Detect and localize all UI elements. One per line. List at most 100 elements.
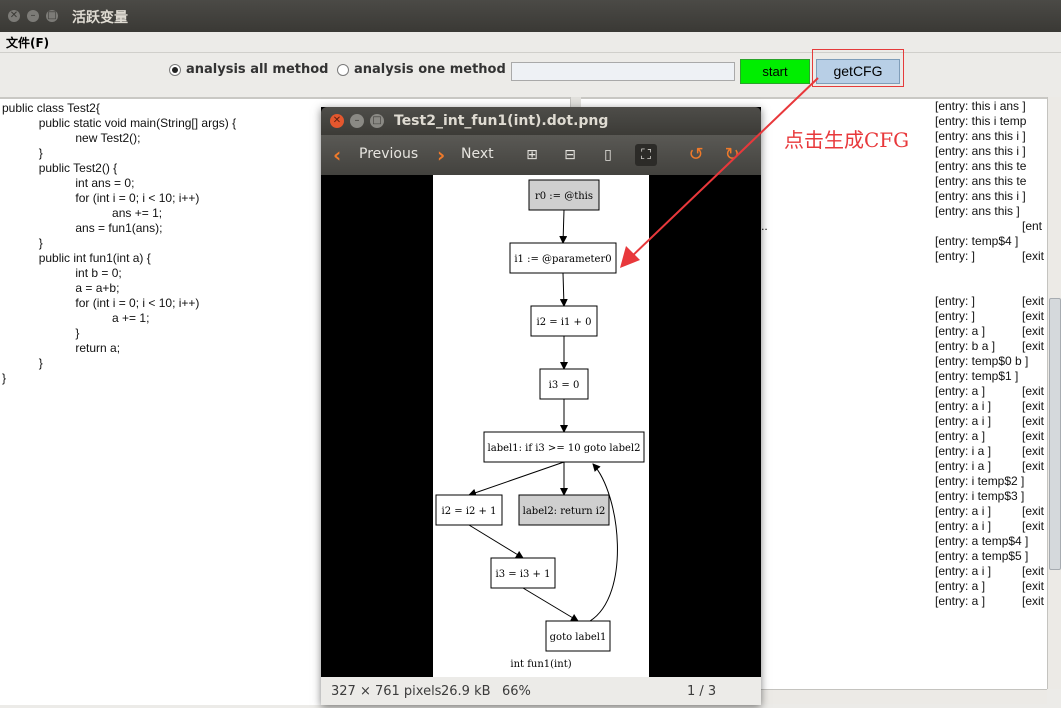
result-row-entry: [entry: temp$4 ] [935,234,1019,248]
cfg-node-box [509,242,617,274]
result-row-entry: [entry: i a ] [935,444,992,458]
getcfg-button[interactable]: getCFG [816,59,900,84]
window-titlebar: ✕ – □ 活跃变量 [0,0,1061,32]
result-row-entry: [entry: temp$1 ] [935,369,1019,383]
result-row-entry: [entry: a ] [935,594,986,608]
result-row-exit: [exit [1022,444,1045,458]
cfg-node-label: i1 := @parameter0 [514,254,611,265]
result-row-entry: [entry: i a ] [935,459,992,473]
result-row-entry: [entry: a temp$5 ] [935,549,1029,563]
window-close-icon[interactable]: ✕ [8,10,20,22]
menu-bar: 文件(F) [0,32,1061,53]
zoom-in-icon[interactable]: ⊞ [526,147,538,163]
source-code-text: public class Test2{ public static void m… [2,101,237,385]
result-row-entry: [entry: ans this i ] [935,189,1026,203]
result-row-entry: [entry: i temp$2 ] [935,474,1025,488]
result-row-entry: [entry: a i ] [935,399,992,413]
result-row-exit: [exit [1022,384,1045,398]
window-maximize-icon[interactable]: □ [46,10,58,22]
result-row-exit: [exit [1022,564,1045,578]
viewer-toolbar: ‹ Previous › Next ⊞ ⊟ ▯ ⛶ ↺ ↻ [321,135,761,175]
cfg-node-label: i2 = i1 + 0 [537,317,592,328]
viewer-titlebar: ✕ – □ Test2_int_fun1(int).dot.png [321,107,761,135]
result-row-entry: [entry: a i ] [935,519,992,533]
cfg-edge [468,461,565,497]
result-row-entry: [entry: b a ] [935,339,996,353]
radio-analysis-all[interactable] [169,64,181,76]
result-row-exit: [exit [1022,399,1045,413]
radio-analysis-all-label[interactable]: analysis all method [186,62,329,77]
window-minimize-icon[interactable]: – [27,10,39,22]
viewer-title: Test2_int_fun1(int).dot.png [394,113,609,129]
result-row-entry: [entry: ] [935,309,976,323]
radio-analysis-one[interactable] [337,64,349,76]
result-row-entry: [entry: a i ] [935,504,992,518]
cfg-node-box [530,305,598,337]
getcfg-highlight-box [812,49,904,87]
result-row-entry: [entry: ans this i ] [935,129,1026,143]
annotation-text: 点击生成CFG [784,128,910,152]
result-row-entry: [entry: ] [935,294,976,308]
result-row-exit: [exit [1022,579,1045,593]
cfg-node-label: label1: if i3 >= 10 goto label2 [488,443,641,454]
result-row-entry: [entry: a i ] [935,414,992,428]
cfg-node-box [539,368,589,400]
viewer-close-icon[interactable]: ✕ [330,114,344,128]
next-button[interactable]: Next [461,146,494,162]
cfg-edge [522,587,579,622]
result-row-entry: [entry: ans this te [935,174,1027,188]
result-row-entry: [entry: a ] [935,324,986,338]
cfg-node-label: label2: return i2 [523,506,606,517]
method-name-input[interactable] [511,62,735,81]
result-row-entry: [entry: a ] [935,579,986,593]
result-row-entry: [entry: ans this te [935,159,1027,173]
radio-analysis-one-label[interactable]: analysis one method [354,62,506,77]
cfg-node-label: r0 := @this [535,191,593,202]
result-row-entry: [entry: a temp$4 ] [935,534,1029,548]
cfg-edge [589,463,618,622]
result-row-entry: [entry: this i ans ] [935,99,1026,113]
viewer-minimize-icon[interactable]: – [350,114,364,128]
image-dimensions: 327 × 761 pixels [331,684,442,699]
next-arrow-icon[interactable]: › [437,143,446,167]
result-row-entry: [entry: i temp$3 ] [935,489,1025,503]
start-button[interactable]: start [740,59,810,84]
result-scrollbar-thumb[interactable] [1049,298,1061,570]
cfg-edge [559,209,568,244]
zoom-level: 66% [502,684,531,699]
cfg-node-box [483,431,645,463]
annotation-arrow [620,77,819,268]
viewer-maximize-icon[interactable]: □ [370,114,384,128]
result-row-entry: [entry: a ] [935,384,986,398]
result-row-entry: [entry: this i temp [935,114,1027,128]
result-row-exit: [exit [1022,339,1045,353]
result-row-exit: [exit [1022,294,1045,308]
cfg-node-box [435,494,503,526]
cfg-node-label: i3 = i3 + 1 [496,569,551,580]
result-row-exit: [exit [1022,594,1045,608]
cfg-node-label: i3 = 0 [549,380,580,391]
result-row-exit: [ent [1022,219,1043,233]
result-row-entry: [entry: ans this i ] [935,144,1026,158]
page-indicator: 1 / 3 [687,684,717,699]
zoom-out-icon[interactable]: ⊟ [564,147,576,163]
result-row-exit: [exit [1022,414,1045,428]
cfg-node-label: i2 = i2 + 1 [442,506,497,517]
result-row-exit: [exit [1022,459,1045,473]
zoom-normal-icon[interactable]: ▯ [604,147,612,163]
cfg-edge [559,272,568,307]
result-row-exit: [exit [1022,249,1045,263]
cfg-node-box [518,494,610,526]
toolbar: analysis all method analysis one method … [0,53,1061,97]
menu-file[interactable]: 文件(F) [6,36,50,50]
rotate-left-icon[interactable]: ↺ [688,144,704,165]
rotate-right-icon[interactable]: ↻ [724,144,740,165]
previous-arrow-icon[interactable]: ‹ [333,143,342,167]
result-row-entry: [entry: a ] [935,429,986,443]
cfg-node-label: goto label1 [550,632,607,643]
image-file-size: 26.9 kB [441,684,491,699]
cfg-graph: r0 := @this i1 := @parameter0 i2 = i1 + 0 i… [433,175,649,677]
result-row-exit: [exit [1022,324,1045,338]
previous-button[interactable]: Previous [359,146,419,162]
zoom-fit-icon[interactable]: ⛶ [635,144,657,166]
